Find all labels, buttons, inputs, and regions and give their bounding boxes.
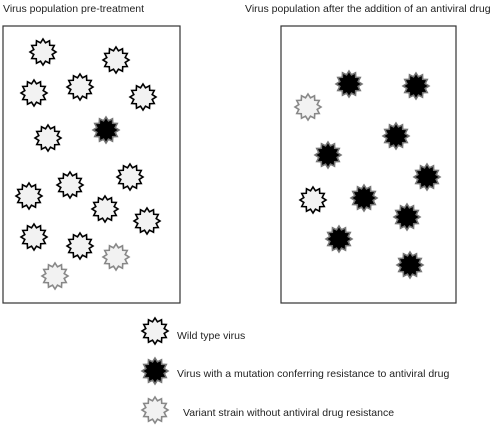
wild-type-virus-icon — [28, 37, 58, 67]
wild-type-virus-icon — [65, 72, 95, 102]
resistant-virus-icon — [395, 250, 425, 280]
wild-type-virus-icon — [14, 181, 44, 211]
resistant-virus-icon — [392, 202, 422, 232]
legend-resistant-label: Virus with a mutation conferring resista… — [177, 368, 450, 380]
resistant-virus-icon — [381, 121, 411, 151]
resistant-virus-icon — [91, 115, 121, 145]
post-treatment-title: Virus population after the addition of a… — [245, 3, 491, 15]
wild-type-virus-icon — [101, 45, 131, 75]
resistant-virus-icon — [412, 162, 442, 192]
legend-wild-type-label: Wild type virus — [177, 330, 246, 342]
post-treatment-box — [280, 25, 457, 304]
variant-virus-icon — [293, 92, 323, 122]
wild-type-virus-icon — [132, 206, 162, 236]
pre-treatment-box — [2, 25, 181, 304]
resistant-virus-icon — [401, 71, 431, 101]
resistant-virus-icon — [334, 69, 364, 99]
wild-type-virus-icon — [19, 222, 49, 252]
legend-variant-label: Variant strain without antiviral drug re… — [183, 407, 395, 419]
wild-type-virus-icon — [90, 194, 120, 224]
variant-virus-icon — [101, 242, 131, 272]
wild-type-virus-icon — [19, 78, 49, 108]
pre-treatment-title: Virus population pre-treatment — [3, 3, 145, 15]
resistant-virus-icon — [313, 140, 343, 170]
resistant-virus-icon — [349, 183, 379, 213]
wild-type-virus-icon — [65, 231, 95, 261]
variant-virus-icon — [40, 261, 70, 291]
virus-group — [14, 37, 442, 425]
wild-type-virus-icon — [140, 316, 170, 346]
wild-type-virus-icon — [128, 82, 158, 112]
wild-type-virus-icon — [298, 185, 328, 215]
wild-type-virus-icon — [115, 162, 145, 192]
wild-type-virus-icon — [33, 123, 63, 153]
resistant-virus-icon — [324, 224, 354, 254]
variant-virus-icon — [140, 395, 170, 425]
resistant-virus-icon — [140, 356, 170, 386]
wild-type-virus-icon — [55, 170, 85, 200]
